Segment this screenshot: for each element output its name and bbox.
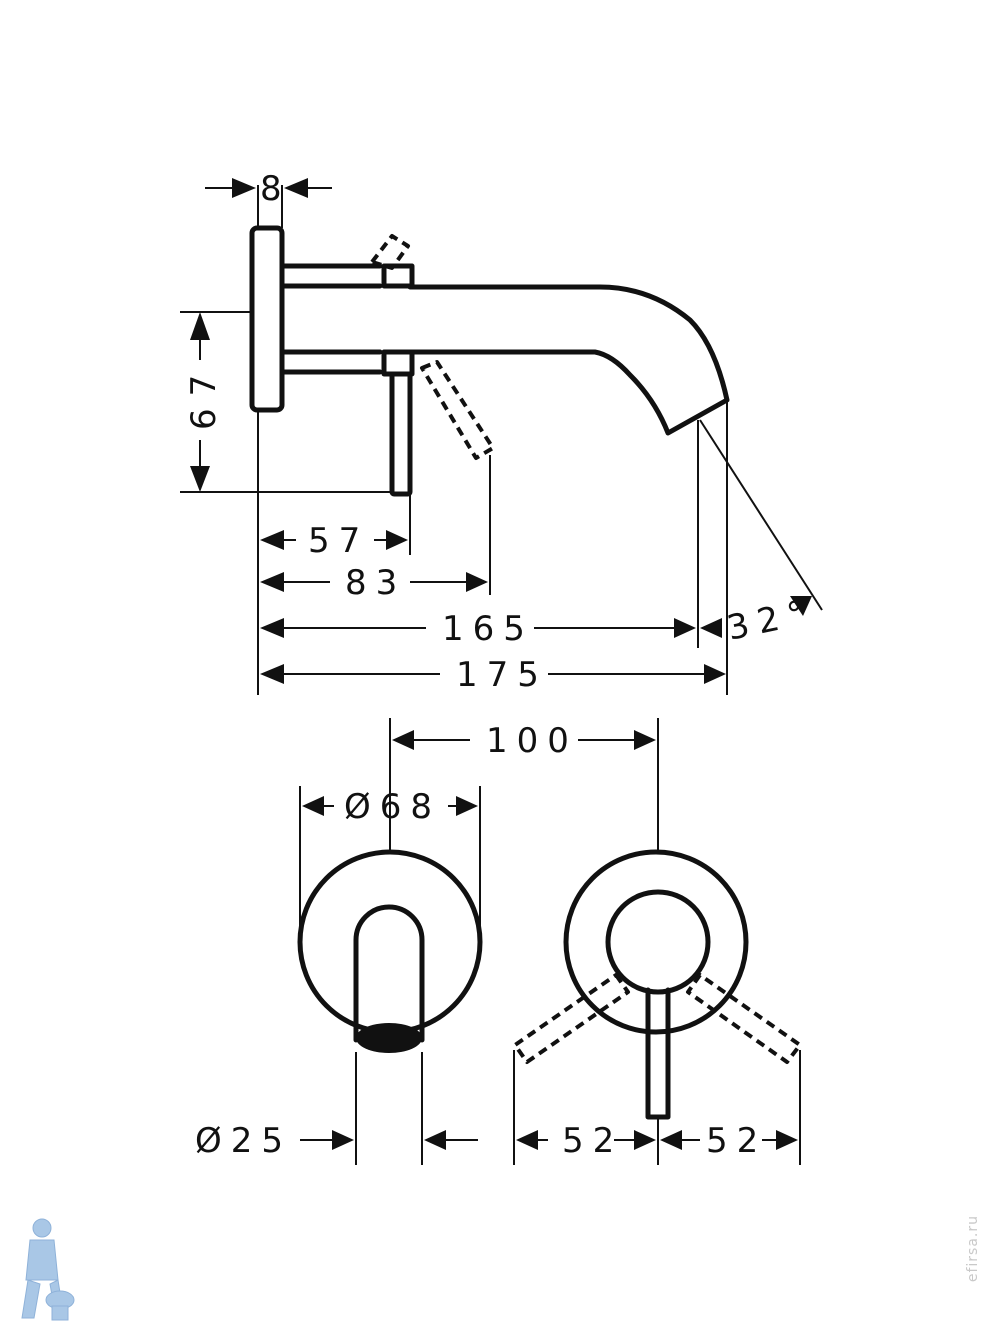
front-view: 100 Ø68 Ø25 52 52 xyxy=(195,718,802,1165)
watermark-text: efirsa.ru xyxy=(965,1215,981,1283)
mixer-lever-front xyxy=(645,987,671,1120)
spout-side xyxy=(407,284,730,436)
mixer-rosette xyxy=(563,849,749,1035)
wall-plate-side xyxy=(249,225,285,413)
plumber-toilet-logo-icon xyxy=(21,1218,75,1321)
dim-outlet-diameter: Ø25 xyxy=(195,1121,292,1161)
dim-spout-angle: 32° xyxy=(724,592,818,649)
spout-front xyxy=(353,904,425,1043)
lower-block xyxy=(381,349,415,377)
spout-rosette xyxy=(297,849,483,1035)
side-view: 8 67 57 83 165 32° 175 xyxy=(180,169,823,695)
dim-plate-thickness: 8 xyxy=(260,169,291,209)
dim-lever-reach: 83 xyxy=(345,563,406,603)
dim-spout-reach: 165 xyxy=(442,609,534,649)
outlet-opening xyxy=(356,1023,422,1053)
dim-projection-height: 67 xyxy=(184,363,224,430)
lower-stem xyxy=(279,349,383,375)
dim-center-distance: 100 xyxy=(486,721,578,761)
mixer-cartridge xyxy=(605,889,711,995)
upper-block xyxy=(381,263,415,289)
lever-side xyxy=(389,371,413,497)
lever-tilt-dashed xyxy=(420,360,495,460)
dim-total-length: 175 xyxy=(456,655,548,695)
dim-lever-swing-right: 52 xyxy=(706,1121,767,1161)
lever-right-dashed xyxy=(686,973,802,1064)
lever-up-dashed xyxy=(370,234,410,270)
dim-lever-offset: 57 xyxy=(308,521,369,561)
upper-stem xyxy=(279,263,383,289)
lever-left-dashed xyxy=(513,973,630,1064)
dim-lever-swing-left: 52 xyxy=(562,1121,623,1161)
dim-plate-diameter: Ø68 xyxy=(344,787,441,827)
